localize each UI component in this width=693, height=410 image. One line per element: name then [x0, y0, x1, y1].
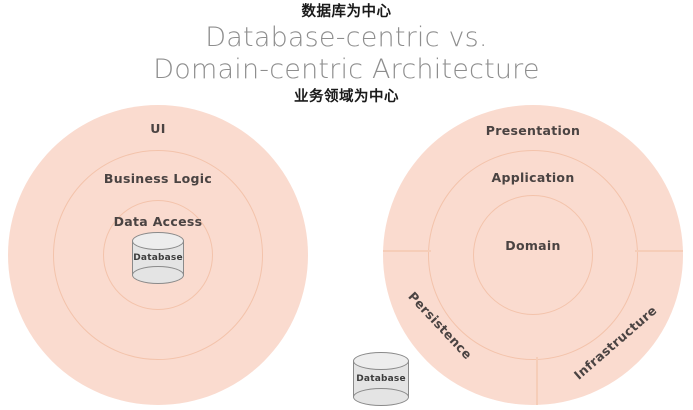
database-cylinder[interactable]: Database [132, 232, 184, 284]
cylinder-top-ellipse [353, 352, 409, 370]
cylinder-label: Database [356, 374, 406, 384]
ring-data-access[interactable] [103, 200, 213, 310]
ring-label-domain: Domain [505, 238, 561, 253]
sector-divider-left [383, 250, 431, 252]
database-centric-diagram: UI Business Logic Data Access Database [8, 105, 308, 405]
ring-label-presentation: Presentation [485, 123, 581, 138]
cylinder-bottom-ellipse [353, 388, 409, 406]
page-title: Database-centric vs. Domain-centric Arch… [153, 22, 540, 85]
cylinder-label: Database [133, 253, 183, 263]
sector-divider-right [635, 250, 683, 252]
annotation-database-centric: 数据库为中心 [301, 4, 392, 20]
title-block: 数据库为中心 Database-centric vs. Domain-centr… [0, 0, 693, 106]
cylinder-top-ellipse [132, 232, 184, 250]
cylinder-bottom-ellipse [132, 266, 184, 284]
ring-label-ui: UI [150, 121, 166, 136]
ring-application[interactable] [428, 150, 638, 360]
domain-centric-diagram: Presentation Application Domain Persiste… [383, 105, 683, 405]
ring-business-logic[interactable] [53, 150, 263, 360]
annotation-domain-centric: 业务领域为中心 [294, 88, 399, 105]
ring-label-data-access: Data Access [113, 214, 203, 229]
ring-label-application: Application [491, 170, 575, 185]
ring-label-business-logic: Business Logic [103, 171, 213, 186]
external-database-cylinder[interactable]: Database [353, 352, 409, 406]
ring-domain[interactable] [473, 195, 593, 315]
sector-divider-bottom [536, 357, 538, 405]
